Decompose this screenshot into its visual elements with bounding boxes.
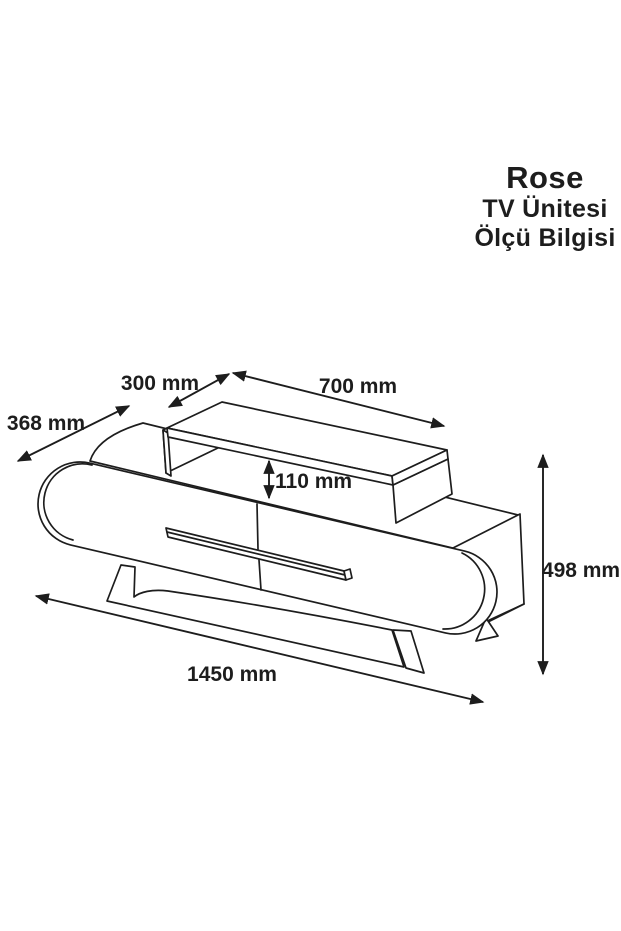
- dim-label-shelf-width: 700 mm: [319, 375, 397, 398]
- dim-label-shelf-depth: 300 mm: [121, 372, 199, 395]
- dim-arrow-body-depth: [16, 405, 131, 462]
- dim-label-body-depth: 368 mm: [7, 412, 85, 435]
- shelf-left-support-edge: [162, 429, 172, 477]
- cabinet-bottom-back-edge: [487, 603, 525, 623]
- product-subtitle-line2: Ölçü Bilgisi: [474, 224, 616, 252]
- dim-label-total-height: 498 mm: [542, 559, 620, 582]
- dimension-annotations: 368 mm 300 mm 700 mm 110 mm 498 mm 1450 …: [7, 370, 620, 705]
- door-handle-bevel-edge: [166, 531, 346, 576]
- dim-label-shelf-gap: 110 mm: [275, 470, 352, 493]
- shelf-right-end-face: [391, 449, 449, 486]
- dim-arrow-shelf-depth: [167, 373, 231, 408]
- door-handle-end-face: [343, 568, 353, 581]
- dim-arrow-shelf-width: [231, 370, 446, 429]
- title-block: Rose TV Ünitesi Ölçü Bilgisi: [443, 160, 621, 253]
- dim-arrow-total-width: [34, 593, 485, 705]
- dim-label-total-width: 1450 mm: [187, 663, 277, 686]
- product-name: Rose: [506, 160, 584, 195]
- left-cap-inner-edge: [42, 462, 93, 541]
- door-divider-upper: [256, 503, 259, 550]
- door-divider-lower: [258, 559, 262, 591]
- product-subtitle-line1: TV Ünitesi: [482, 195, 608, 223]
